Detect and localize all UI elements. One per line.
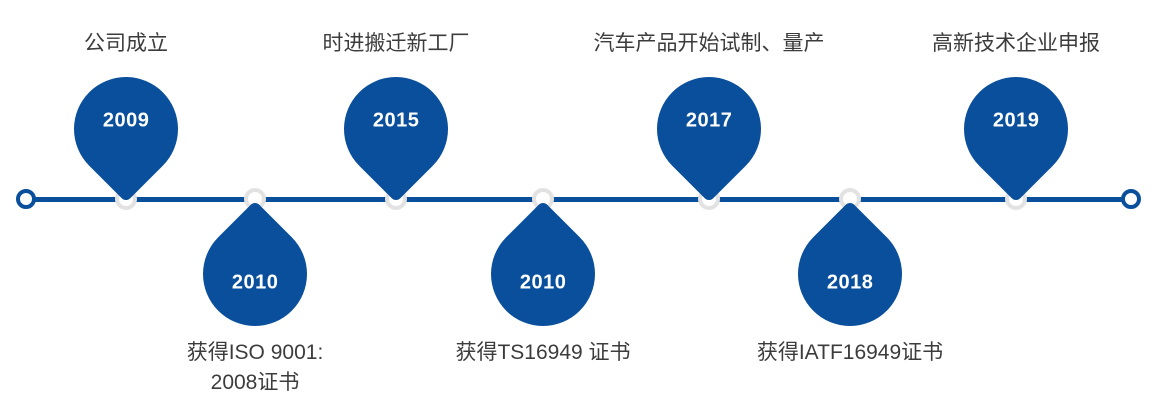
milestone-label-m-2017: 汽车产品开始试制、量产 (593, 32, 825, 55)
milestone-pin-m-2019[interactable]: 2019 (942, 55, 1090, 203)
milestone-pin-m-2015[interactable]: 2015 (322, 55, 470, 203)
milestone-pin-m-2010-ts[interactable]: 2010 (469, 200, 617, 348)
milestone-pin-m-2017[interactable]: 2017 (635, 55, 783, 203)
timeline-start-cap-icon (16, 189, 36, 209)
milestone-label-m-2019: 高新技术企业申报 (932, 32, 1100, 55)
milestone-pin-m-2009[interactable]: 2009 (52, 55, 200, 203)
milestone-year-m-2009: 2009 (102, 109, 150, 132)
timeline-end-cap-icon (1121, 189, 1141, 209)
milestone-year-m-2017: 2017 (685, 109, 733, 132)
timeline-axis (22, 197, 1135, 202)
milestone-label-m-2018: 获得IATF16949证书 (756, 341, 944, 364)
milestone-year-m-2018: 2018 (826, 271, 874, 294)
milestone-year-m-2019: 2019 (992, 109, 1040, 132)
milestone-pin-m-2018[interactable]: 2018 (776, 200, 924, 348)
milestone-year-m-2010-iso: 2010 (231, 271, 279, 294)
milestone-label-m-2015: 时进搬迁新工厂 (322, 32, 470, 55)
milestone-year-m-2010-ts: 2010 (519, 271, 567, 294)
milestone-label-m-2009: 公司成立 (84, 32, 168, 55)
milestone-pin-m-2010-iso[interactable]: 2010 (181, 200, 329, 348)
milestone-year-m-2015: 2015 (372, 109, 420, 132)
milestone-label-m-2010-ts: 获得TS16949 证书 (455, 341, 631, 364)
milestone-label-m-2010-iso: 获得ISO 9001: 2008证书 (186, 341, 324, 394)
